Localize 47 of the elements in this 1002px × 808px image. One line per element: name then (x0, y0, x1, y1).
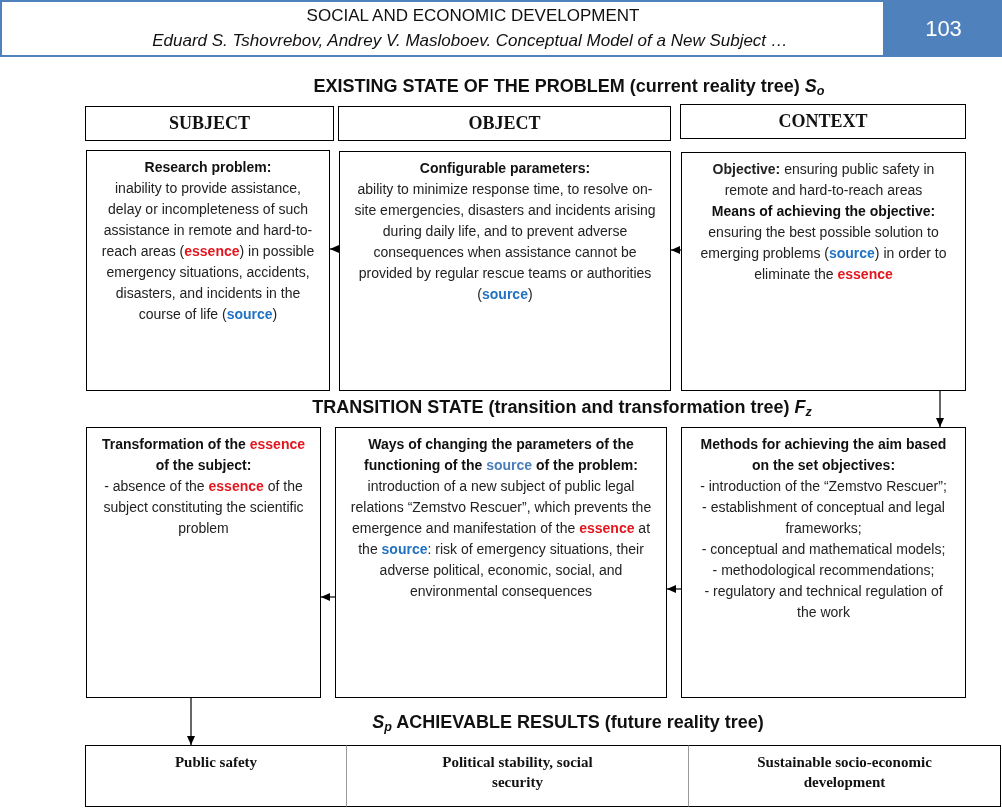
journal-title: SOCIAL AND ECONOMIC DEVELOPMENT (306, 6, 640, 26)
section-heading: EXISTING STATE OF THE PROBLEM (current reality tree) S$_{o}$ (313, 76, 825, 98)
arrow (666, 585, 682, 593)
text-panel (86, 427, 321, 698)
panel-heading: Transformation of the essence of the subject: (100, 435, 307, 475)
panel-text: inability to provide assistance, delay or incompleteness of such assistance in remote and hard-to-reach areas (essence) in possible emergency situations, accidents, disasters, and incidents in the course of life (source) (100, 179, 316, 324)
column-header (85, 106, 334, 141)
panel-text: - regulatory and technical regulation of the work (703, 582, 944, 622)
text-panel (339, 151, 671, 391)
text-panel (681, 152, 966, 391)
panel-text: - conceptual and mathematical models; (700, 540, 947, 559)
column-header (680, 104, 966, 139)
column-title: OBJECT (468, 113, 541, 134)
panel-text: - introduction of the “Zemstvo Rescuer”; (699, 477, 948, 496)
panel-text: ability to minimize response time, to resolve on-site emergencies, disasters and incidents arising during daily life, and to prevent adverse consequences when assistance cannot be provided by regular rescue teams or authorities (source) (353, 180, 657, 304)
arrow (329, 245, 340, 253)
panel-heading: Means of achieving the objective: (710, 202, 937, 221)
panel-text: - absence of the essence of the subject constituting the scientific problem (102, 477, 305, 538)
panel-text: ensuring the best possible solution to emerging problems (source) in order to eliminate the essence (699, 223, 948, 284)
text-panel (335, 427, 667, 698)
panel-heading: Research problem: (143, 158, 273, 177)
arrow (670, 246, 682, 254)
text-panel (86, 150, 330, 391)
column-header (338, 106, 671, 141)
panel-text: - establishment of conceptual and legal frameworks; (701, 498, 946, 538)
arrow (320, 593, 336, 601)
panel-text: - methodological recommendations; (711, 561, 936, 580)
panel-heading: Methods for achieving the aim based on the set objectives: (699, 435, 948, 475)
panel-text: Objective: ensuring public safety in remote and hard-to-reach areas (711, 160, 936, 200)
result-cell (85, 745, 346, 807)
panel-heading: Configurable parameters: (418, 159, 592, 178)
section-heading: S$_{p}$ ACHIEVABLE RESULTS (future reality tree) (372, 712, 764, 734)
panel-text: introduction of a new subject of public legal relations “Zemstvo Rescuer”, which prevents the emergence and manifestation of the essence at the source: risk of emergency situations, their adverse political, economic, social, and environmental consequences (349, 477, 653, 601)
result-cell (688, 745, 1001, 807)
column-title: CONTEXT (778, 111, 868, 132)
article-citation: Eduard S. Tshovrebov, Andrey V. Masloboev. Conceptual Model of a New Subject … (152, 31, 788, 51)
section-heading: TRANSITION STATE (transition and transformation tree) F$_{z}$ (312, 397, 812, 419)
result-title: Public safety (173, 753, 259, 772)
result-title: Political stability, social security (441, 753, 594, 792)
panel-heading: Ways of changing the parameters of the functioning of the source of the problem: (363, 435, 639, 475)
result-cell (346, 745, 688, 807)
column-title: SUBJECT (169, 113, 250, 134)
page-number: 103 (885, 0, 1002, 57)
result-title: Sustainable socio-economic development (756, 753, 933, 792)
arrow (187, 697, 195, 746)
text-panel (681, 427, 966, 698)
arrow (936, 390, 944, 428)
